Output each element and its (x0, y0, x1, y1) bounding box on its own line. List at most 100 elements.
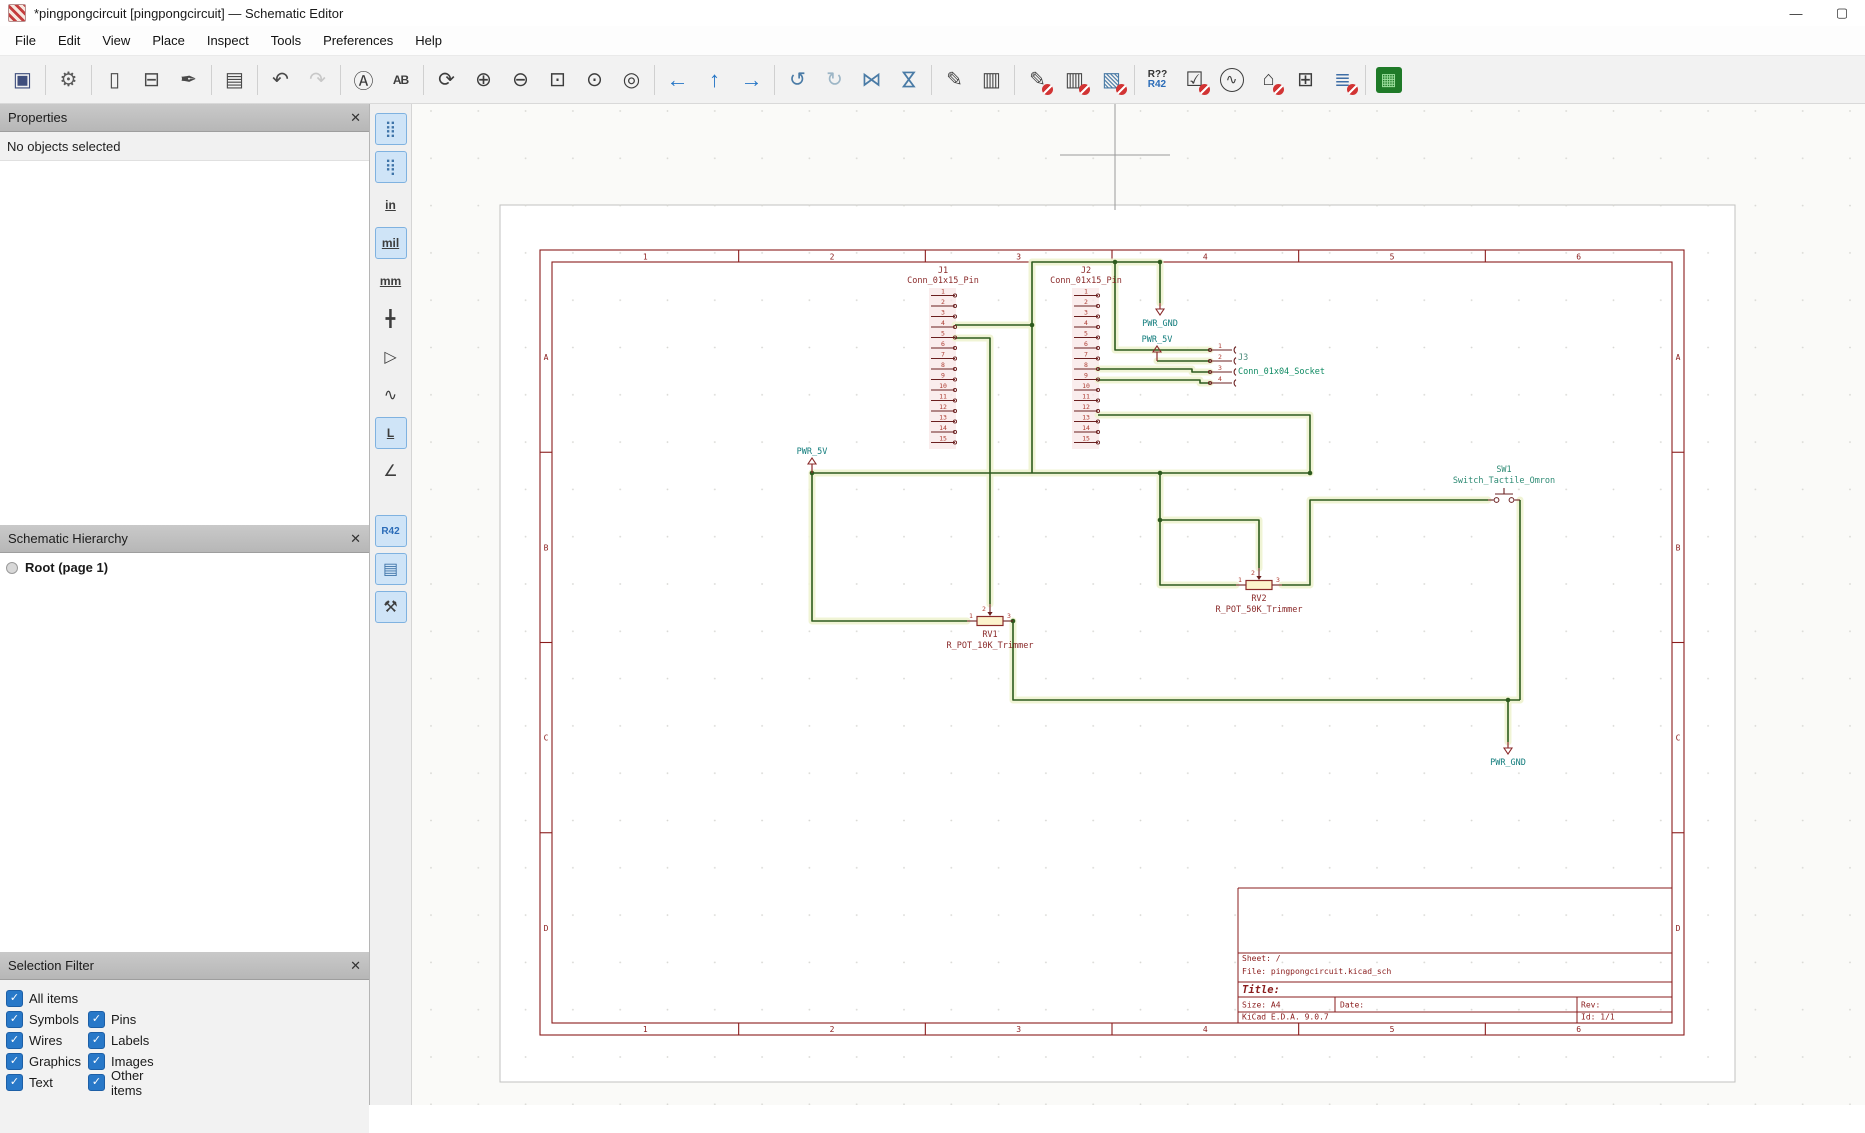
hierarchy-root-item[interactable]: Root (page 1) (0, 553, 369, 582)
minimize-button[interactable]: — (1789, 5, 1803, 21)
menu-item-place[interactable]: Place (152, 32, 185, 48)
mirror-horizontal-icon[interactable]: ⋈ (861, 69, 882, 91)
wire-free-angle-icon[interactable]: ∿ (383, 387, 398, 404)
refresh-view-icon[interactable]: ⟳ (438, 69, 455, 91)
menu-item-help[interactable]: Help (415, 32, 442, 48)
find-replace-icon[interactable]: AB (392, 72, 409, 87)
filter-checkbox-pins[interactable]: ✓Pins (88, 1011, 170, 1028)
bus-definitions-icon[interactable]: ▧ (1094, 62, 1129, 97)
wire[interactable] (1114, 262, 1210, 351)
selection-filter-header[interactable]: Selection Filter ✕ (0, 952, 369, 980)
zoom-in-icon[interactable]: ⊕ (475, 69, 492, 91)
find-icon[interactable]: Ⓐ (353, 71, 374, 93)
checkbox-checked-icon[interactable]: ✓ (88, 1032, 105, 1049)
checkbox-checked-icon[interactable]: ✓ (6, 1011, 23, 1028)
wire[interactable] (1098, 379, 1210, 384)
filter-checkbox-symbols[interactable]: ✓Symbols (6, 1011, 88, 1028)
symbol-browser-icon[interactable]: ▥ (982, 69, 1001, 91)
checkbox-checked-icon[interactable]: ✓ (6, 990, 23, 1007)
power-symbol-PWR_5V[interactable]: PWR_5V (797, 447, 828, 473)
erc-icon[interactable]: ☑ (1177, 62, 1212, 97)
checkbox-checked-icon[interactable]: ✓ (6, 1074, 23, 1091)
zoom-fit-icon[interactable]: ⊡ (549, 69, 566, 91)
filter-checkbox-labels[interactable]: ✓Labels (88, 1032, 170, 1049)
undo-icon[interactable]: ↶ (272, 69, 289, 91)
annotate-icon[interactable]: R??R42 (1147, 68, 1168, 90)
remap-symbols-icon[interactable]: ▥ (1057, 62, 1092, 97)
pcb-editor-icon[interactable]: ▦ (1371, 62, 1406, 97)
edit-library-links-icon[interactable]: ✎ (1020, 62, 1055, 97)
grid-overrides-icon[interactable]: ⢿ (374, 151, 407, 183)
power-symbol-PWR_GND[interactable]: PWR_GND (1490, 742, 1526, 768)
simulator-icon[interactable]: ∿ (1214, 62, 1249, 97)
filter-checkbox-text[interactable]: ✓Text (6, 1074, 88, 1091)
schematic-setup-icon[interactable]: ⚙ (59, 69, 78, 91)
nav-forward-icon[interactable]: → (740, 66, 763, 92)
close-icon[interactable]: ✕ (350, 957, 361, 973)
filter-checkbox-other-items[interactable]: ✓Other items (88, 1068, 170, 1098)
power-symbol-PWR_5V[interactable]: PWR_5V (1142, 335, 1173, 361)
wire-45-icon[interactable]: ∠ (383, 463, 398, 480)
checkbox-checked-icon[interactable]: ✓ (88, 1011, 105, 1028)
wire[interactable] (1012, 621, 1520, 701)
units-mm-icon[interactable]: mm (379, 274, 402, 288)
properties-panel-header[interactable]: Properties ✕ (0, 104, 369, 132)
filter-checkbox-graphics[interactable]: ✓Graphics (6, 1053, 88, 1070)
checkbox-checked-icon[interactable]: ✓ (6, 1032, 23, 1049)
symbol-fields-table-icon[interactable]: ⊞ (1297, 69, 1314, 91)
hidden-pins-icon[interactable]: ▷ (384, 349, 397, 366)
wire[interactable] (1098, 414, 1311, 473)
wire[interactable] (1098, 368, 1210, 373)
wire[interactable] (955, 337, 991, 604)
maximize-button[interactable]: ▢ (1835, 5, 1849, 20)
checkbox-checked-icon[interactable]: ✓ (88, 1053, 105, 1070)
checkbox-checked-icon[interactable]: ✓ (6, 1053, 23, 1070)
properties-panel-icon[interactable]: ⚒ (374, 591, 407, 623)
wires[interactable] (808, 258, 1524, 746)
nav-back-icon[interactable]: ← (666, 66, 689, 92)
zoom-objects-icon[interactable]: ⊙ (586, 69, 603, 91)
page-settings-icon[interactable]: ▯ (108, 69, 120, 91)
paste-icon[interactable]: ▤ (225, 69, 244, 91)
grid-visibility-icon[interactable]: ⣿ (374, 113, 407, 145)
save-icon[interactable]: ▣ (13, 69, 32, 91)
units-inches-icon[interactable]: in (385, 198, 396, 212)
nav-up-icon[interactable]: ↑ (709, 66, 720, 92)
power-symbol-PWR_GND[interactable]: PWR_GND (1142, 303, 1178, 329)
cursor-shape-icon[interactable]: ╋ (385, 311, 396, 328)
wire[interactable] (1160, 519, 1260, 568)
units-mils-icon[interactable]: mil (374, 227, 407, 259)
hierarchy-navigator-icon[interactable]: ▤ (374, 553, 407, 585)
rotate-ccw-icon[interactable]: ↺ (789, 69, 806, 91)
plot-icon[interactable]: ✒ (180, 69, 197, 91)
menu-item-preferences[interactable]: Preferences (323, 32, 394, 48)
close-icon[interactable]: ✕ (350, 109, 361, 125)
filter-checkbox-wires[interactable]: ✓Wires (6, 1032, 88, 1049)
hierarchy-panel-header[interactable]: Schematic Hierarchy ✕ (0, 525, 369, 553)
close-icon[interactable]: ✕ (350, 530, 361, 546)
checkbox-checked-icon[interactable]: ✓ (88, 1074, 105, 1091)
rotate-cw-icon[interactable]: ↻ (826, 69, 843, 91)
wire-hv-icon[interactable]: L (374, 417, 407, 449)
symbol-editor-icon[interactable]: ✎ (946, 69, 963, 91)
menu-item-tools[interactable]: Tools (270, 32, 302, 48)
wire[interactable] (811, 473, 967, 622)
assign-footprints-icon[interactable]: ⌂ (1251, 62, 1286, 97)
menu-item-view[interactable]: View (102, 32, 131, 48)
wire[interactable] (1282, 499, 1488, 586)
menu-item-inspect[interactable]: Inspect (206, 32, 249, 48)
bom-icon[interactable]: ≣ (1325, 62, 1360, 97)
zoom-out-icon[interactable]: ⊖ (512, 69, 529, 91)
filter-checkbox-images[interactable]: ✓Images (88, 1053, 170, 1070)
filter-checkbox-all-items[interactable]: ✓All items (6, 990, 78, 1007)
menu-item-edit[interactable]: Edit (57, 32, 81, 48)
print-icon[interactable]: ⊟ (143, 69, 160, 91)
wire[interactable] (955, 261, 1160, 326)
wire[interactable] (1159, 473, 1236, 586)
